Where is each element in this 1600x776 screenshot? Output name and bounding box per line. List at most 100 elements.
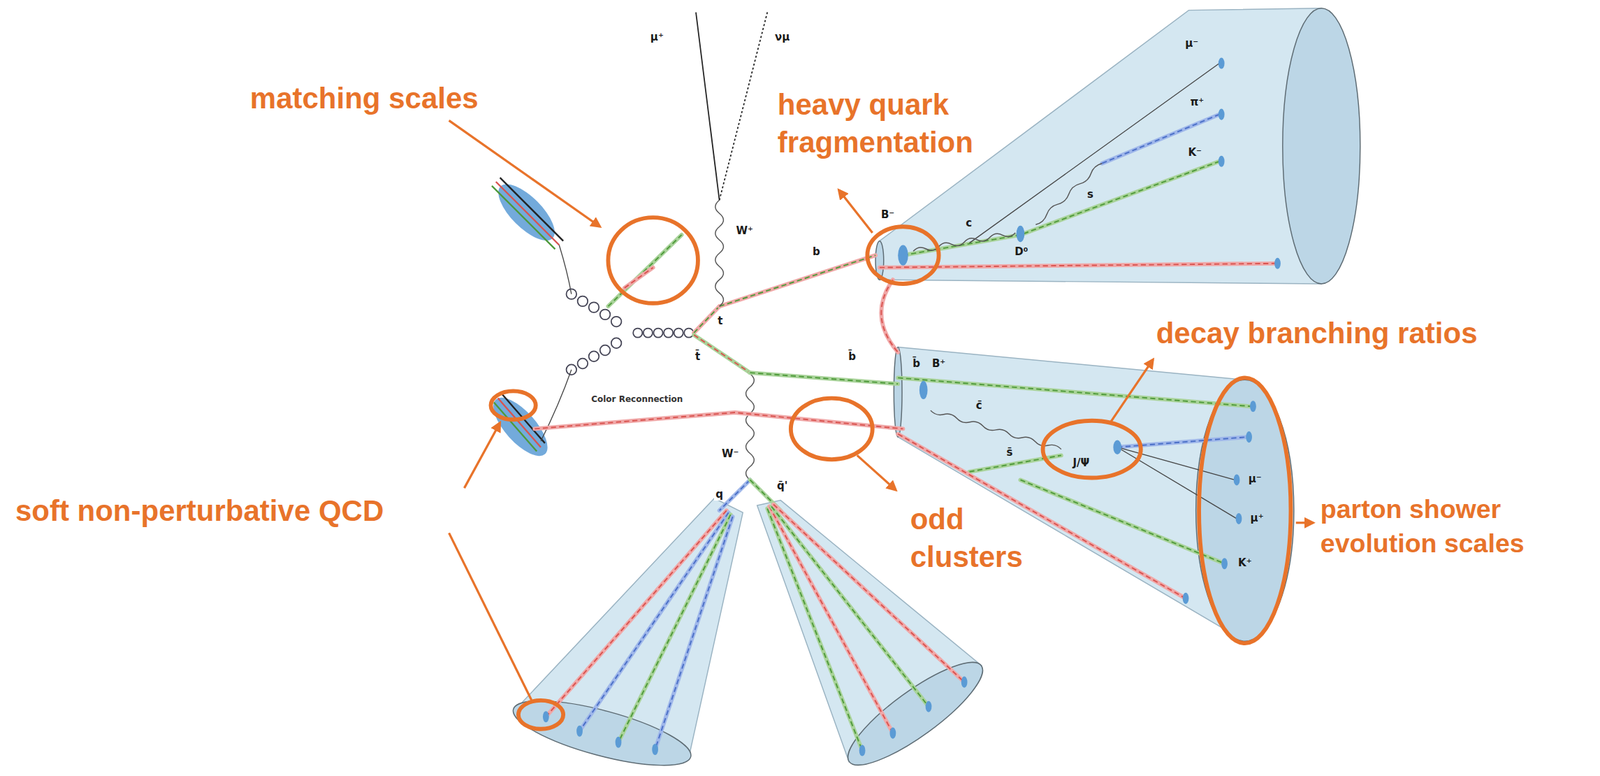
particle-label: c xyxy=(964,217,974,230)
particle-label-anchor: μ⁺ xyxy=(1249,511,1266,525)
particle-label: J/Ψ xyxy=(1071,456,1091,469)
particle-label: νμ xyxy=(773,31,791,44)
jet-track xyxy=(651,743,659,755)
jet-track xyxy=(579,512,729,731)
jet-track xyxy=(576,725,583,737)
jet-track xyxy=(1035,163,1102,225)
particle-line xyxy=(749,372,898,384)
callout-label-anchor: heavy quark fragmentation xyxy=(777,85,1030,163)
particle-label-anchor: μ⁺ xyxy=(649,30,666,44)
particle-label-anchor: b̄ xyxy=(911,357,922,370)
particle-label-anchor: π⁺ xyxy=(1188,95,1206,109)
jet-track xyxy=(890,727,897,739)
jet-track xyxy=(1020,479,1225,564)
leader-arrow xyxy=(838,190,872,233)
particle-label: q xyxy=(714,488,725,501)
gluon xyxy=(600,345,611,356)
proton xyxy=(489,175,564,249)
particle-label-anchor: W⁻ xyxy=(720,447,740,460)
particle-label-anchor: μ⁻ xyxy=(1183,37,1200,50)
jet-cone xyxy=(836,646,995,776)
particle-label-anchor: J/Ψ xyxy=(1071,456,1091,469)
gluon xyxy=(588,350,600,362)
gluon xyxy=(566,364,578,375)
particle-label: b xyxy=(811,245,822,258)
particle-label: s̄ xyxy=(1005,446,1015,459)
particle-line xyxy=(534,412,903,429)
particle-line xyxy=(715,199,724,307)
highlight-ring xyxy=(490,217,1291,729)
jet-track xyxy=(655,516,733,749)
process-label-anchor: Color Reconnection xyxy=(589,391,685,405)
jet-track xyxy=(925,700,933,712)
particle-label: μ⁻ xyxy=(1183,37,1200,50)
particle-line xyxy=(881,279,898,353)
particle-label: s xyxy=(1085,188,1095,201)
jet-track xyxy=(1218,155,1225,167)
jet-track xyxy=(1245,431,1253,443)
jet-track xyxy=(1218,108,1225,121)
particle-label: W⁻ xyxy=(720,447,740,460)
highlight-ring xyxy=(790,398,873,460)
particle-label: μ⁻ xyxy=(1247,473,1264,485)
jet-track xyxy=(859,744,866,756)
jet-track xyxy=(1020,479,1225,564)
callout-label: odd clusters xyxy=(910,500,1051,577)
particle-label-anchor: q xyxy=(714,487,725,501)
callout-label-anchor: decay branching ratios xyxy=(1156,314,1478,353)
particle-label-anchor: B⁺ xyxy=(930,357,947,370)
jet-track xyxy=(1274,257,1281,269)
jet-track xyxy=(769,505,893,733)
particle-label: K⁺ xyxy=(1236,556,1254,569)
leader-arrow xyxy=(1110,359,1153,423)
jet-track xyxy=(771,505,929,706)
particle-line xyxy=(693,334,750,373)
highlight-ring xyxy=(490,390,536,420)
jet-track xyxy=(919,380,928,399)
gluon xyxy=(566,288,578,300)
particle-line xyxy=(881,279,898,353)
particle-label: B⁺ xyxy=(930,357,947,370)
gluon xyxy=(624,267,654,288)
particle-label-anchor: K⁻ xyxy=(1187,146,1204,159)
particle-line xyxy=(719,255,876,307)
particle-label-anchor: c xyxy=(964,216,974,230)
leader-arrow xyxy=(449,120,601,227)
particle-label-anchor: D⁰ xyxy=(1013,245,1030,258)
gluon xyxy=(663,328,673,338)
particle-line xyxy=(749,372,898,384)
gluon xyxy=(653,328,663,338)
particle-line xyxy=(534,412,903,429)
jet-track xyxy=(969,63,1220,244)
jet-track xyxy=(618,514,731,743)
jet-track xyxy=(1117,447,1237,519)
gluon xyxy=(607,234,682,307)
highlight-ring xyxy=(1043,420,1141,478)
particle-line xyxy=(719,12,768,201)
particle-label: π⁺ xyxy=(1188,96,1206,109)
gluon xyxy=(577,296,589,307)
jet-track xyxy=(930,410,1062,449)
particle-label: B⁻ xyxy=(879,208,896,221)
proton xyxy=(491,185,556,250)
highlight-ring xyxy=(1198,377,1291,643)
gluon xyxy=(611,316,622,327)
particle-label-anchor: b̄ xyxy=(846,350,858,363)
gluon xyxy=(577,358,589,369)
callout-label: matching scales xyxy=(250,79,479,119)
gluon xyxy=(540,234,694,441)
jet-track xyxy=(897,377,1251,406)
particle-label-anchor: t xyxy=(716,314,724,327)
particle-line xyxy=(693,306,720,333)
jet-cone xyxy=(757,500,982,762)
jet-track xyxy=(1235,512,1243,525)
particle-line xyxy=(719,255,876,307)
jet-track xyxy=(961,676,968,688)
gluon xyxy=(624,267,654,288)
jet-track xyxy=(542,710,550,722)
jet-track xyxy=(897,433,1184,598)
particle-label-anchor: b xyxy=(811,245,822,258)
leader-arrow xyxy=(449,120,1314,702)
particle-label-anchor: K⁺ xyxy=(1236,556,1254,569)
